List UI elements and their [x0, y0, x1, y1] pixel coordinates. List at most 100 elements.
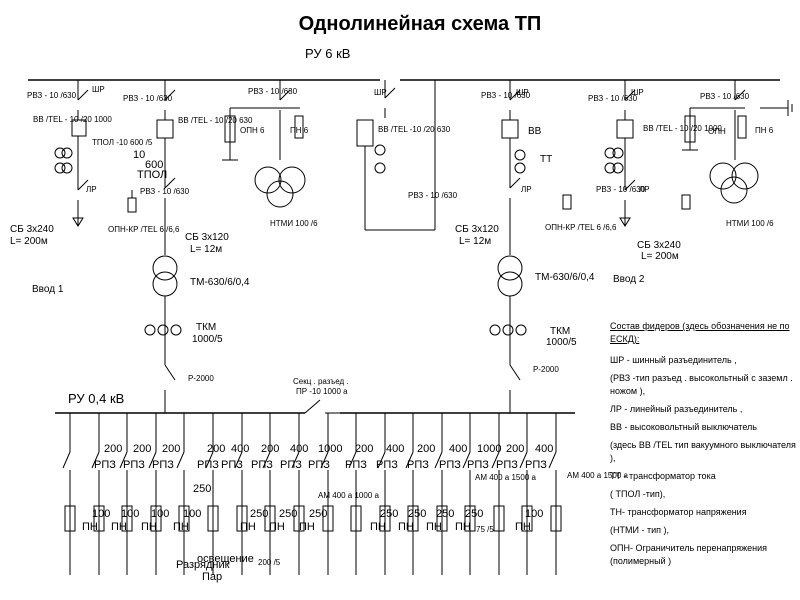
overlap-text: 10 — [133, 149, 145, 161]
feeder-switch — [519, 451, 528, 469]
lr-label: ЛР — [86, 185, 97, 194]
transformer-label: ТМ-630/6/0,4 — [535, 272, 595, 283]
legend-item: ТН- трансформатор напряжения — [610, 507, 747, 517]
legend-item: ЛР - линейный разъединитель , — [610, 404, 743, 414]
feeder-switch — [91, 451, 100, 469]
cable-label: СБ 3х240 — [10, 224, 54, 235]
rvz-label: РВЗ - 10 /630 — [596, 185, 646, 194]
am-label: АМ 400 а 1500 а — [567, 471, 628, 480]
ntmi-label: НТМИ 100 /6 — [270, 219, 318, 228]
pn-label: ПН — [173, 521, 189, 533]
pn-label: ПН — [370, 521, 386, 533]
cable-label: СБ 3х120 — [185, 232, 229, 243]
pn-rating: 100 — [183, 508, 201, 520]
rpz-label: РПЗ — [308, 459, 330, 471]
pn-label: ПН 6 — [755, 126, 774, 135]
rvz-label: РВЗ - 10 /630 — [140, 187, 190, 196]
overlap-text: 600 — [145, 159, 163, 171]
fuse — [150, 505, 162, 532]
r2000-label: Р-2000 — [533, 365, 559, 374]
am-label: АМ 400 а 1500 а — [475, 473, 536, 482]
fuse — [236, 505, 248, 532]
hv-bus-label: РУ 6 кВ — [305, 46, 350, 61]
cable-length: L= 200м — [10, 236, 48, 247]
pn-rating: 250 — [408, 508, 426, 520]
fuse — [322, 505, 334, 532]
opn-label: ОПН 6 — [240, 126, 265, 135]
legend-item: ШР - шинный разъединитель , — [610, 355, 737, 365]
rpz-rating: 1000 — [477, 443, 501, 455]
tkm-ratio: 1000/5 — [546, 337, 577, 348]
rpz-rating: 1000 — [318, 443, 342, 455]
feeder-switch — [462, 451, 471, 469]
tkm-label: ТКМ — [196, 322, 216, 333]
rpz-label: РПЗ — [221, 459, 243, 471]
tpol-label: ТПОЛ -10 600 /5 — [92, 138, 153, 147]
transformer-label: ТМ-630/6/0,4 — [190, 277, 250, 288]
pn-rating: 100 — [121, 508, 139, 520]
pn-label: ПН — [426, 521, 442, 533]
fuse — [550, 505, 562, 532]
fuse — [379, 505, 391, 532]
tkm-ratio: 1000/5 — [192, 334, 223, 345]
legend-item: ТТ - трансформатор тока — [610, 471, 716, 481]
rpz-label: РПЗ — [376, 459, 398, 471]
pn-label: ПН — [141, 521, 157, 533]
pn-rating: 250 — [250, 508, 268, 520]
fuse — [178, 505, 190, 532]
rpz-label: РПЗ — [439, 459, 461, 471]
rpz-rating: 200 — [104, 443, 122, 455]
rpz-label: РПЗ — [197, 459, 219, 471]
rpz-rating: 200 — [207, 443, 225, 455]
shr-label: ШР — [374, 88, 387, 97]
pn-label: ПН — [455, 521, 471, 533]
input-2-label: Ввод 2 — [613, 274, 645, 285]
feeder-switch — [405, 451, 414, 469]
feeder-switch — [176, 451, 185, 469]
pn-label: ПН — [269, 521, 285, 533]
rvz-label: РВЗ - 10 /630 — [27, 91, 77, 100]
legend-item: ВВ - высоковольтный выключатель — [610, 422, 757, 432]
page-title: Однолинейная схема ТП — [299, 13, 542, 35]
tt-label: ТТ — [540, 154, 552, 165]
fuse — [121, 505, 133, 532]
rvz-label: РВЗ - 10 /630 — [408, 191, 458, 200]
rpz-rating: 250 — [193, 483, 211, 495]
overlap-text: ТПОЛ — [137, 169, 167, 181]
rpz-label: РПЗ — [280, 459, 302, 471]
feeder-switch — [548, 451, 557, 469]
fuse — [493, 505, 505, 532]
pn-label: ПН — [82, 521, 98, 533]
rpz-rating: 200 — [133, 443, 151, 455]
opn-kr-label: ОПН-КР /TEL 6 /6,6 — [545, 223, 617, 232]
fuse — [521, 505, 533, 532]
rvz-label: РВЗ - 10 /630 — [481, 91, 531, 100]
feeder-switch — [62, 451, 71, 469]
shr-label: ШР — [631, 88, 644, 97]
cable-label: СБ 3х120 — [455, 224, 499, 235]
pn-rating: 250 — [380, 508, 398, 520]
vv-label: ВВ /TEL - 10 /20 630 — [178, 116, 253, 125]
fuse — [293, 505, 305, 532]
pn-label: ПН — [398, 521, 414, 533]
legend-title: Состав фидеров (здесь обозначения не по … — [610, 321, 790, 344]
section-label: Секц . разъед . — [293, 377, 349, 386]
cable-label: СБ 3х240 — [637, 240, 681, 251]
fuse — [436, 505, 448, 532]
fuse — [464, 505, 476, 532]
rpz-label: РПЗ — [251, 459, 273, 471]
cable-length: L= 200м — [641, 251, 679, 262]
rpz-rating: 200 — [355, 443, 373, 455]
pn-rating: 100 — [525, 508, 543, 520]
lighting-label: освещение — [197, 553, 254, 565]
vv-label: ВВ /TEL - 10 /20 1000 — [33, 115, 112, 124]
opn-kr-label: ОПН-КР /TEL 6 /6,6 — [108, 225, 180, 234]
legend-item: (НТМИ - тип ), — [610, 525, 669, 535]
rpz-label: РПЗ — [467, 459, 489, 471]
rvz-label: РВЗ - 10 /630 — [588, 94, 638, 103]
fuse — [350, 505, 362, 532]
lr-label: ЛР — [639, 185, 650, 194]
pn-label: ПН — [515, 521, 531, 533]
